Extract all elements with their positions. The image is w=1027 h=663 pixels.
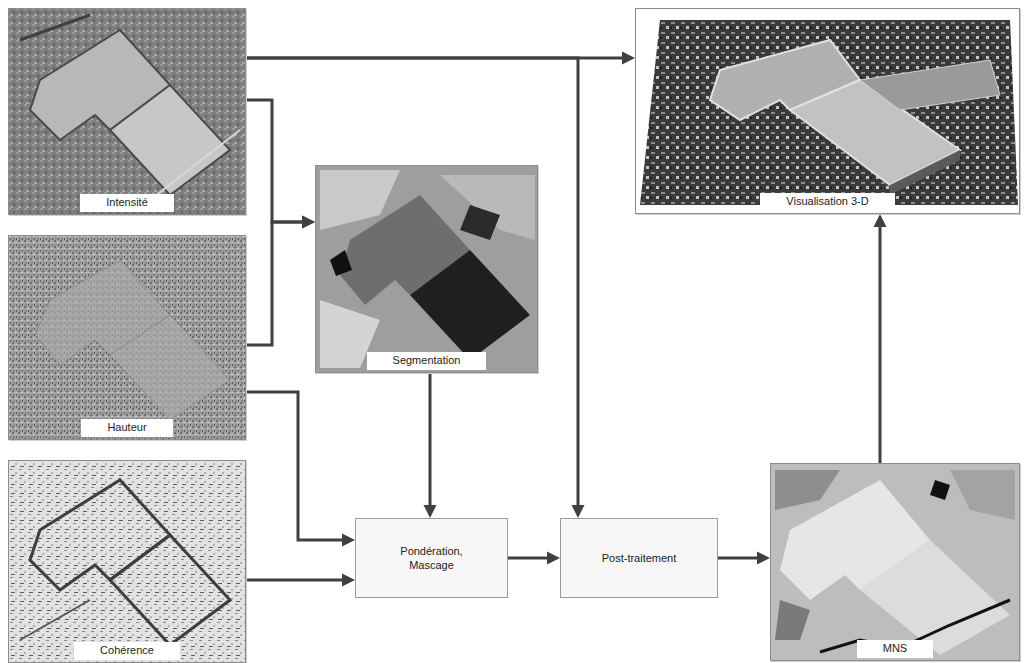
flow-arrow	[246, 392, 355, 547]
segmentation-image	[315, 165, 538, 373]
flow-arrow	[508, 552, 560, 565]
image-panel: Cohérence	[8, 460, 246, 663]
image-panel: Intensité	[8, 8, 246, 215]
process-box: Pondération, Mascage	[355, 518, 508, 598]
image-panel: Visualisation 3-D	[635, 8, 1020, 214]
intensity-image	[8, 8, 246, 215]
height-image	[8, 235, 246, 440]
flow-arrow	[246, 100, 315, 229]
image-caption: Segmentation	[367, 352, 487, 370]
image-panel: Hauteur	[8, 235, 246, 440]
process-label: Pondération, Mascage	[387, 544, 477, 572]
3d-render-image	[635, 8, 1020, 214]
image-caption: Cohérence	[74, 642, 180, 660]
image-caption: Visualisation 3-D	[760, 193, 894, 211]
flow-arrow	[424, 373, 437, 518]
image-caption: Hauteur	[81, 419, 172, 437]
flow-arrow	[246, 574, 355, 587]
coherence-image	[8, 460, 246, 663]
flow-arrow	[246, 216, 315, 346]
flow-arrow	[874, 214, 887, 463]
process-label: Post-traitement	[602, 551, 677, 565]
image-caption: Intensité	[80, 194, 174, 212]
flow-arrow	[718, 552, 770, 565]
process-box: Post-traitement	[560, 518, 718, 598]
dsm-image	[770, 463, 1020, 661]
image-caption: MNS	[857, 640, 933, 658]
image-panel: Segmentation	[315, 165, 538, 373]
image-panel: MNS	[770, 463, 1020, 661]
